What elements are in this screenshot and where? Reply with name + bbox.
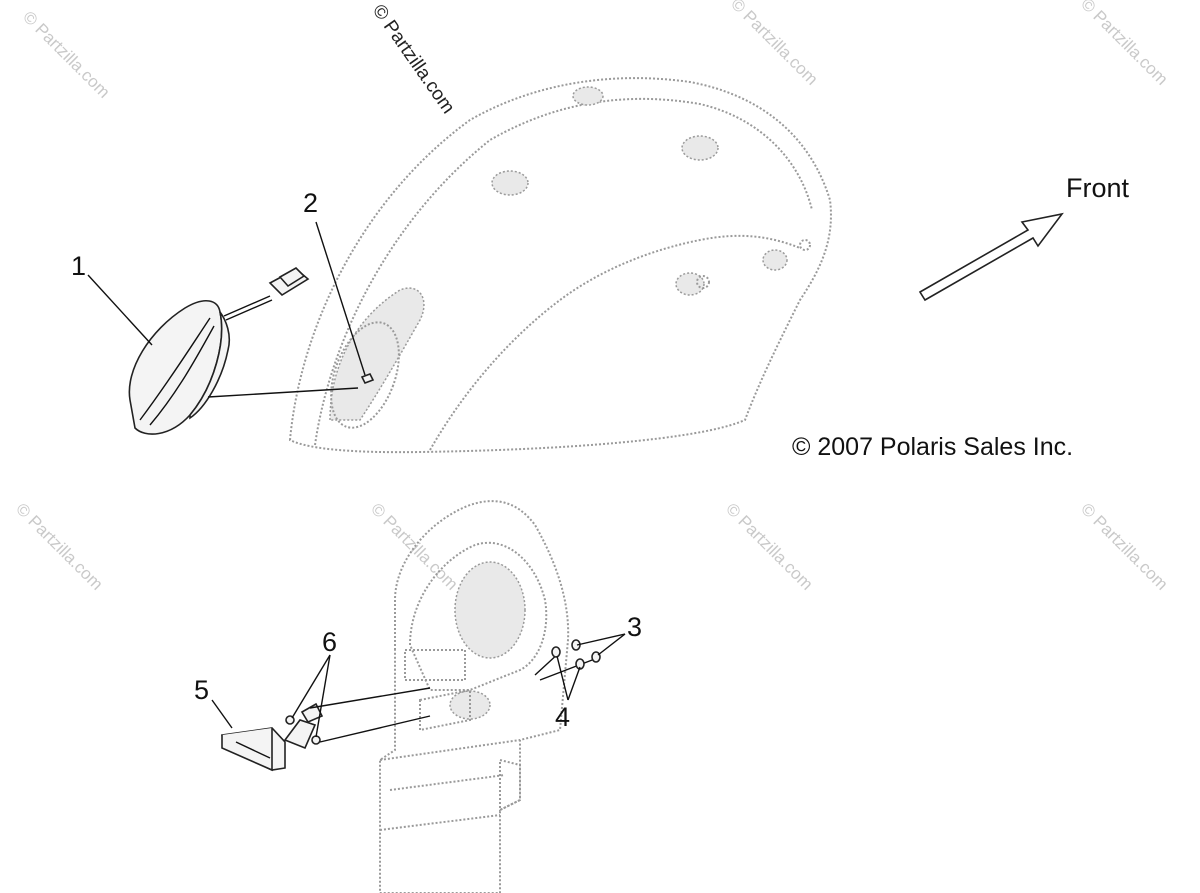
fender-outline [288,77,832,454]
callout-4-number: 4 [555,702,570,732]
callout-5: 5 [194,675,233,729]
license-bracket-outline [379,500,570,893]
tail-light-assembly [128,267,359,435]
callout-1: 1 [71,251,153,346]
callout-6-number: 6 [322,627,337,657]
watermark-2: © Partzilla.com [727,0,821,89]
copyright-text: © 2007 Polaris Sales Inc. [792,433,1073,461]
watermark-6: © Partzilla.com [722,499,816,593]
callout-2-number: 2 [303,188,318,218]
callout-1-number: 1 [71,251,86,281]
watermark-4: © Partzilla.com [12,499,106,593]
callout-4: 4 [555,655,581,732]
front-label: Front [1066,173,1130,203]
callout-6: 6 [291,627,337,738]
callout-3-number: 3 [627,612,642,642]
fasteners [534,639,601,681]
watermark-7: © Partzilla.com [1077,499,1171,593]
front-indicator: Front [918,173,1130,302]
callout-2: 2 [303,188,366,376]
license-light-assembly [221,687,431,772]
watermark-3: © Partzilla.com [1077,0,1171,89]
watermark-1: © Partzilla.com [19,7,113,101]
watermark-top: © Partzilla.com [368,1,459,118]
watermark-5: © Partzilla.com [367,499,461,593]
callout-5-number: 5 [194,675,209,705]
callout-3: 3 [576,612,642,656]
